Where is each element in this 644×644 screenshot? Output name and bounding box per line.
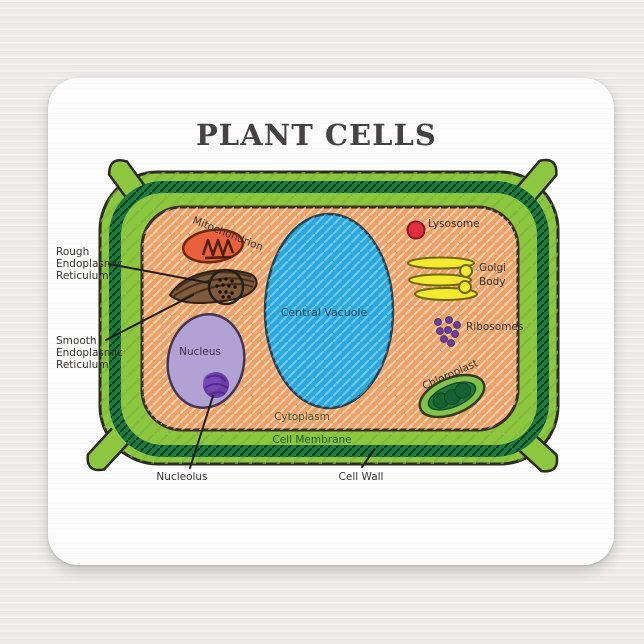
leader-cell-wall — [361, 449, 375, 468]
label-ribosomes: Ribosomes — [466, 321, 524, 333]
nucleus-shape — [166, 312, 246, 410]
rough-er-ribosome-dots — [215, 277, 237, 299]
label-rough-er-line1: Rough — [56, 246, 90, 258]
label-cytoplasm: Cytoplasm — [274, 411, 330, 423]
label-golgi-body: Golgi Body — [479, 261, 506, 289]
mitochondrion-shape — [181, 228, 245, 264]
ribosomes-shape — [434, 316, 461, 347]
leader-nucleolus — [189, 395, 214, 469]
label-smooth-er-line2: Endoplasmic — [56, 347, 123, 359]
label-cell-membrane: Cell Membrane — [272, 434, 352, 446]
label-rough-er-line2: Endoplasmic — [56, 258, 123, 270]
lysosome-shape — [406, 220, 426, 240]
label-lysosome: Lysosome — [428, 218, 480, 230]
flange-bottom-left — [86, 427, 130, 472]
label-cell-wall: Cell Wall — [338, 471, 384, 483]
label-rough-er-line3: Reticulum — [56, 270, 109, 282]
label-smooth-er: Smooth Endoplasmic Reticulum — [56, 335, 123, 371]
label-rough-er: Rough Endoplasmic Reticulum — [56, 246, 123, 282]
label-golgi-line2: Body — [479, 276, 506, 288]
golgi-body-shape — [407, 256, 478, 301]
label-smooth-er-line1: Smooth — [56, 335, 97, 347]
page-title: PLANT CELLS — [196, 118, 437, 152]
label-smooth-er-line3: Reticulum — [56, 359, 109, 371]
nucleolus-shape — [203, 372, 229, 398]
rough-er-circle — [207, 268, 245, 306]
leader-smooth-er — [105, 294, 194, 341]
leader-rough-er — [108, 263, 211, 284]
label-central-vacuole: Central Vacuole — [280, 306, 368, 319]
leader-lines — [105, 263, 375, 469]
label-nucleolus: Nucleolus — [156, 471, 208, 483]
cell-membrane-shape — [109, 181, 549, 457]
label-golgi-line1: Golgi — [479, 262, 507, 274]
label-nucleus: Nucleus — [179, 346, 221, 358]
chloroplast-shape — [418, 373, 486, 419]
central-vacuole-shape — [263, 212, 395, 410]
